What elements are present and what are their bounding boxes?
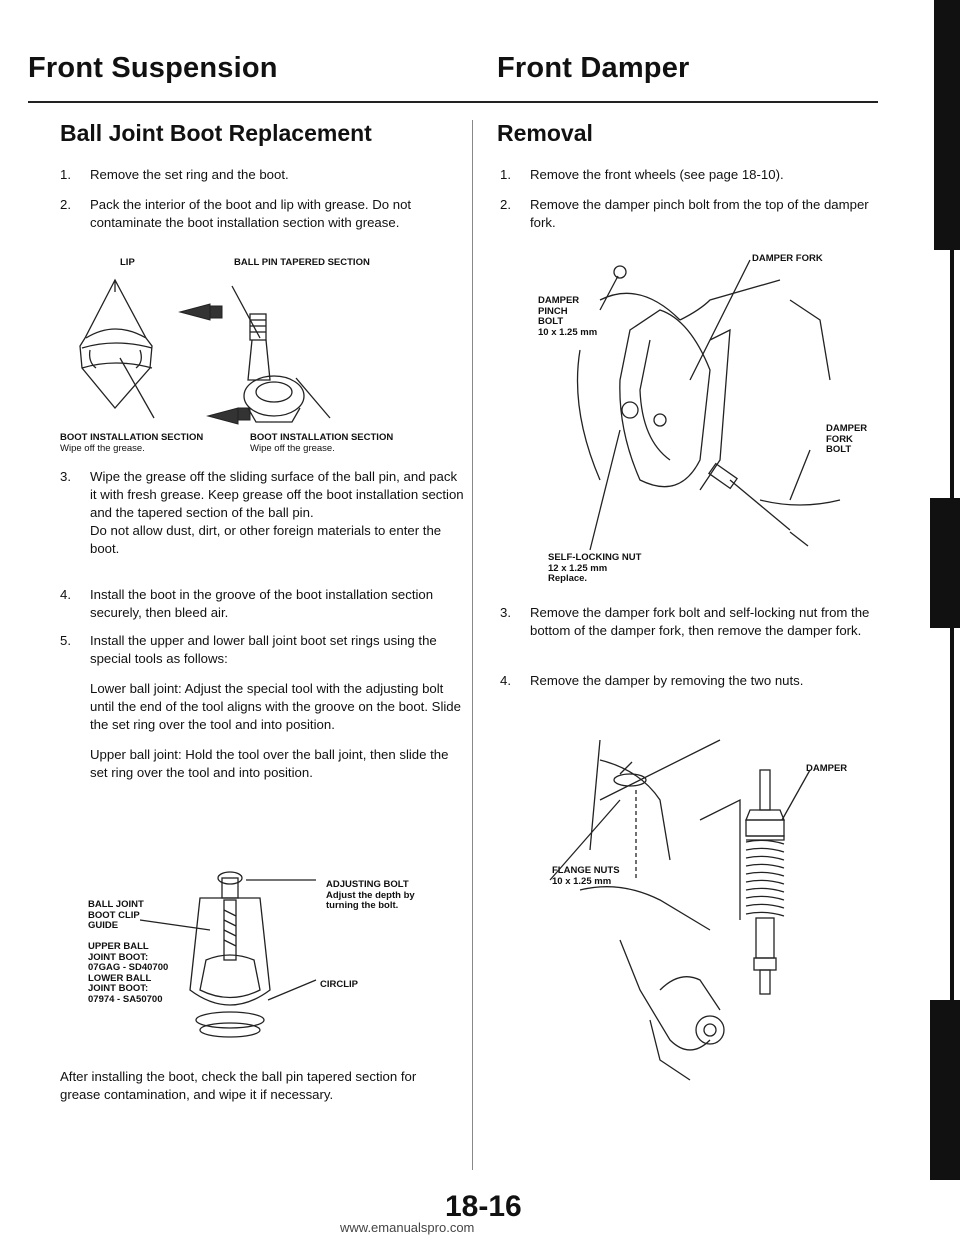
left-section-title: Ball Joint Boot Replacement (60, 120, 372, 146)
step-number: 1. (60, 167, 71, 182)
edge-tab-top (934, 0, 960, 250)
step-text: Remove the damper pinch bolt from the to… (530, 197, 869, 230)
label-boot-installation-1: BOOT INSTALLATION SECTION (60, 432, 204, 443)
damper-fork-figure (576, 259, 841, 551)
damper-assembly-figure (549, 739, 811, 1081)
label-damper-fork: DAMPER FORK (752, 253, 823, 264)
step-number: 4. (60, 587, 71, 602)
right-header: Front Damper (497, 52, 690, 84)
step-text: Remove the set ring and the boot. (90, 167, 289, 182)
label-damper: DAMPER (806, 763, 848, 774)
step-number: 5. (60, 633, 71, 648)
step-number: 2. (500, 197, 511, 212)
after-text: After installing the boot, check the bal… (60, 1069, 417, 1102)
right-section-title: Removal (497, 120, 593, 146)
label-lip: LIP (120, 257, 135, 268)
note-boot-installation-1: Wipe off the grease. (60, 443, 145, 454)
left-header: Front Suspension (28, 52, 278, 84)
footer-url[interactable]: www.emanualspro.com (340, 1220, 475, 1235)
step-number: 2. (60, 197, 71, 212)
step-number: 3. (60, 469, 71, 484)
step-text-3: Upper ball joint: Hold the tool over the… (90, 747, 449, 780)
step-text-2: Lower ball joint: Adjust the special too… (90, 681, 461, 732)
step-text: Install the upper and lower ball joint b… (90, 633, 437, 666)
step-text: Pack the interior of the boot and lip wi… (90, 197, 412, 230)
edge-tab-bottom (930, 1000, 960, 1180)
step-number: 1. (500, 167, 511, 182)
edge-tab-mid (930, 498, 960, 628)
ball-joint-boot-figure (79, 278, 331, 425)
label-boot-installation-2: BOOT INSTALLATION SECTION (250, 432, 394, 443)
step-text-2: Do not allow dust, dirt, or other foreig… (90, 523, 442, 556)
step-text: Wipe the grease off the sliding surface … (90, 469, 464, 520)
label-tapered-section: BALL PIN TAPERED SECTION (234, 257, 370, 268)
step-text: Remove the damper fork bolt and self-loc… (530, 605, 870, 638)
column-divider (472, 120, 473, 1170)
note-boot-installation-2: Wipe off the grease. (250, 443, 335, 454)
step-number: 4. (500, 673, 511, 688)
step-number: 3. (500, 605, 511, 620)
header-rule (28, 101, 878, 103)
step-text: Remove the front wheels (see page 18-10)… (530, 167, 784, 182)
label-adjusting-bolt: ADJUSTING BOLT Adjust the depth by turni… (326, 879, 415, 911)
edge-line (950, 250, 954, 1000)
page-number: 18-16 (445, 1190, 522, 1223)
step-text: Install the boot in the groove of the bo… (90, 587, 434, 620)
step-text: Remove the damper by removing the two nu… (530, 673, 804, 688)
special-tool-figure (139, 871, 317, 1038)
label-circlip: CIRCLIP (320, 979, 358, 990)
